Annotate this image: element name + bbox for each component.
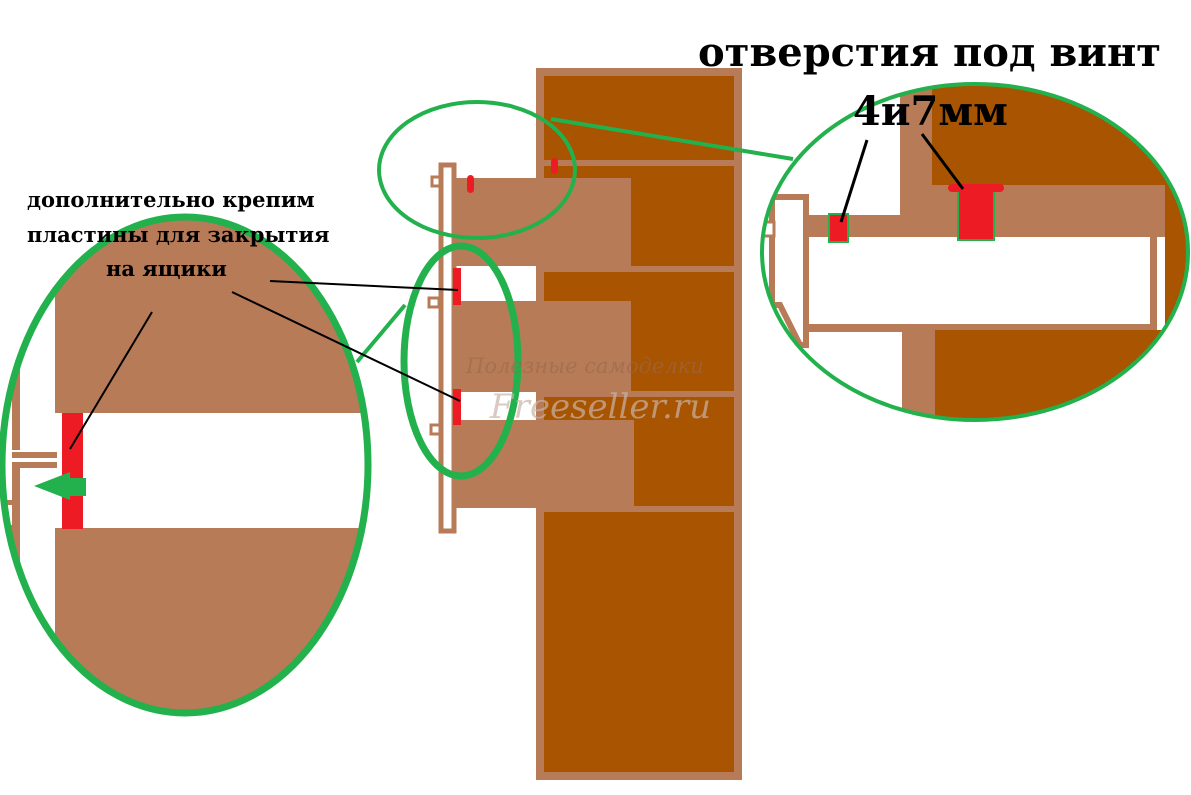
hole-4mm [828, 213, 849, 243]
closing-plate [453, 268, 461, 305]
tab [429, 423, 442, 436]
face-plate [427, 162, 457, 534]
shelf-line [540, 266, 742, 272]
holes-sizes: 4и7мм [853, 88, 1008, 135]
highlight-ellipse-plates [400, 242, 522, 480]
plates-note-line2: пластины для закрытия [27, 222, 330, 247]
red-fasteners [453, 158, 558, 425]
highlight-ellipse-top [377, 100, 577, 240]
tab [427, 296, 441, 309]
screw-arrow-icon [34, 472, 86, 500]
closing-plate-detail [62, 413, 83, 529]
pointer-lines [69, 133, 965, 450]
closing-plate [453, 389, 461, 425]
plates-note-line1: дополнительно крепим [27, 187, 315, 212]
plates-note-line3: на ящики [106, 256, 227, 281]
shelf-line [540, 160, 742, 166]
shelf-line [540, 506, 742, 512]
shelf-line [540, 391, 742, 397]
drawer-2 [453, 301, 631, 392]
zoom-circle [760, 82, 1190, 422]
drawers [453, 178, 634, 508]
watermark-line1: Полезные самоделки [465, 354, 704, 378]
watermark-line2: Freeseller.ru [489, 387, 711, 427]
connector-line [355, 303, 407, 364]
holes-title: отверстия под винт [698, 29, 1161, 76]
connector-line [550, 117, 794, 161]
tab [430, 175, 442, 188]
zoom-circle [0, 213, 372, 717]
hole-7mm [957, 185, 995, 241]
screw-hole-mark [467, 175, 474, 193]
drawer-3 [453, 420, 634, 508]
screw-hole-mark [551, 158, 558, 174]
